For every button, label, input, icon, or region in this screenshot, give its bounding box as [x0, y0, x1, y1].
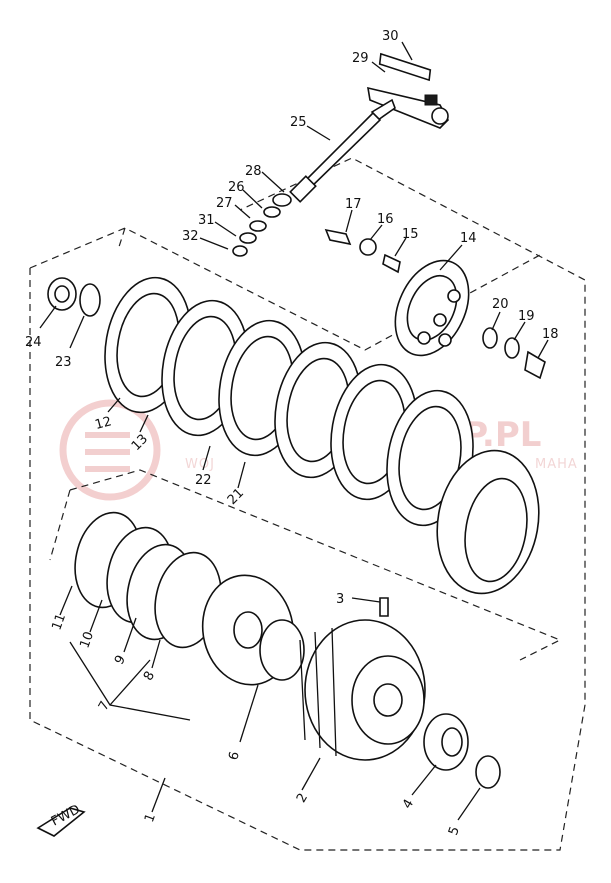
push-lever-assembly: [289, 52, 449, 203]
callout-3: 3: [336, 592, 344, 607]
callout-19: 19: [518, 309, 535, 324]
callout-31: 31: [198, 213, 215, 228]
fwd-arrow-icon: FWD: [36, 802, 86, 837]
watermark-logo-icon: [59, 399, 161, 501]
callout-30: 30: [382, 29, 399, 44]
callout-8: 8: [141, 669, 158, 684]
leader-lines: [39, 41, 549, 821]
pressure-plate-group: [324, 228, 546, 380]
callout-10: 10: [77, 630, 97, 651]
clutch-plate-stack: [104, 276, 540, 595]
callout-14: 14: [460, 231, 477, 246]
spring-group: [74, 511, 222, 649]
watermark-sub-right: MAHA: [535, 457, 578, 472]
pin-3: [379, 597, 389, 617]
callout-16: 16: [377, 212, 394, 227]
callout-29: 29: [352, 51, 369, 66]
callout-13: 13: [129, 432, 151, 454]
assembly-frame-plates: [49, 469, 562, 661]
gear-and-circlip: [423, 713, 501, 789]
callout-22: 22: [195, 473, 212, 488]
callout-15: 15: [402, 227, 419, 242]
callout-23: 23: [55, 355, 72, 370]
callout-27: 27: [216, 196, 233, 211]
callout-24: 24: [25, 335, 42, 350]
watermark-sub: WOJ: [185, 457, 215, 472]
small-parts-26-28: [232, 193, 292, 257]
callout-26: 26: [228, 180, 245, 195]
callout-6: 6: [226, 750, 243, 762]
callout-25: 25: [290, 115, 307, 130]
callout-4: 4: [400, 797, 417, 812]
nut-washer: [47, 277, 101, 317]
callout-11: 11: [49, 612, 69, 633]
clutch-housing: [299, 619, 426, 761]
callout-17: 17: [345, 197, 362, 212]
callout-21: 21: [225, 486, 247, 508]
callout-2: 2: [294, 791, 311, 806]
callout-32: 32: [182, 229, 199, 244]
callout-12: 12: [93, 414, 113, 433]
callout-1: 1: [142, 812, 159, 825]
callout-20: 20: [492, 297, 509, 312]
callout-7: 7: [96, 699, 113, 714]
clutch-boss: [201, 574, 305, 686]
callout-9: 9: [112, 653, 129, 668]
callout-18: 18: [542, 327, 559, 342]
callout-28: 28: [245, 164, 262, 179]
callout-5: 5: [446, 825, 463, 838]
